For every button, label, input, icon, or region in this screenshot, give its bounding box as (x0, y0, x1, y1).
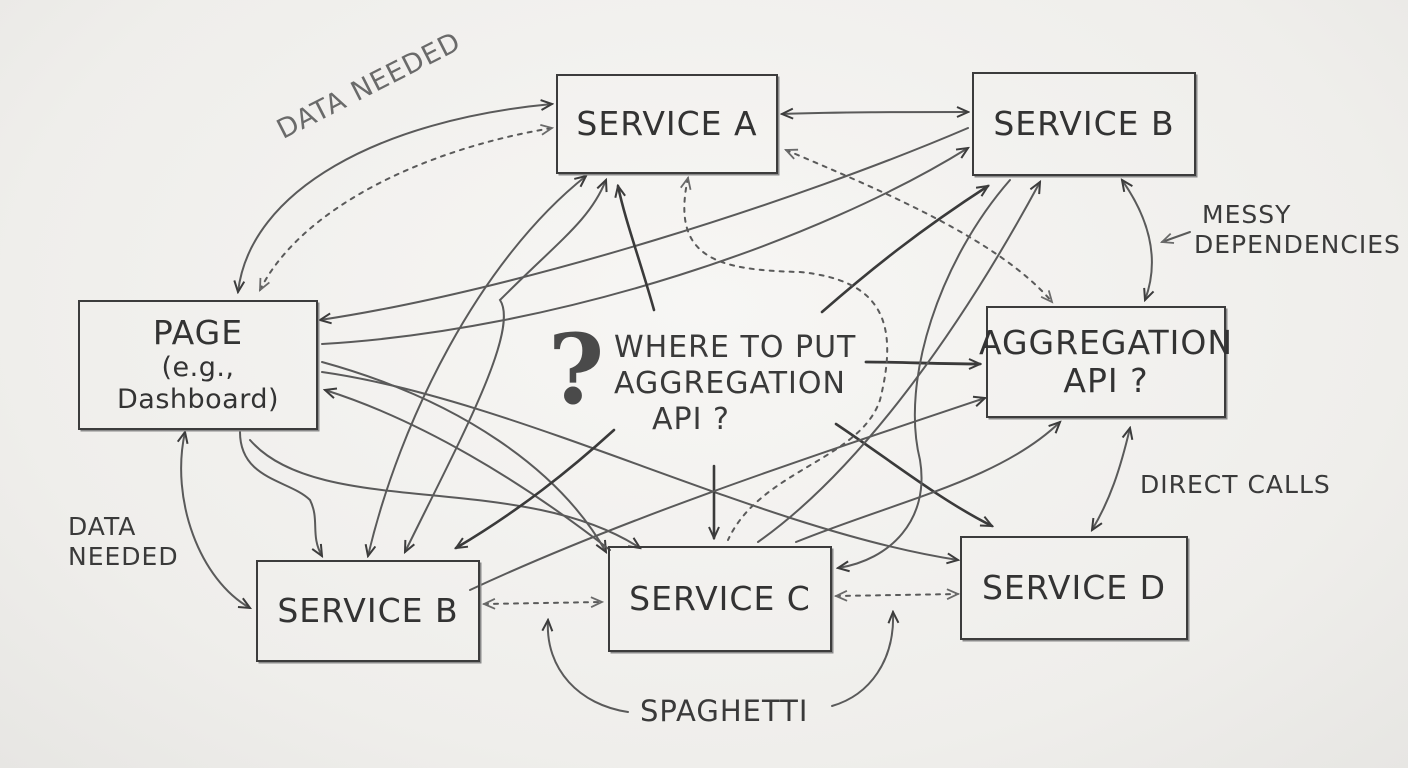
aggregation-api-box[interactable]: AGGREGATION API ? (979, 306, 1232, 418)
service-b-to-service-c-dotted (484, 602, 602, 604)
data-needed-left-line2: NEEDED (68, 542, 179, 571)
spaghetti-right-arc (831, 612, 893, 707)
service-a-to-aggregation-dotted (786, 150, 1052, 302)
service-b-top-box[interactable]: SERVICE B (972, 72, 1196, 176)
spaghetti-left-arc (548, 620, 629, 713)
page-to-service-c-arrow (249, 439, 640, 548)
question-to-service-b-bottom-arrow (456, 428, 616, 550)
page-to-service-b-arrow (321, 148, 968, 345)
page-to-service-b-bottom-arrow (181, 432, 250, 608)
service-b-bottom-to-service-a-strand-2 (405, 180, 606, 552)
service-c-box[interactable]: SERVICE C (608, 546, 832, 652)
messy-pointer-arrow (1162, 231, 1191, 242)
data-needed-left-line1: DATA (68, 512, 137, 541)
question-to-service-a-arrow (618, 186, 656, 312)
service-c-label: SERVICE C (629, 579, 811, 619)
center-question-line2: AGGREGATION (614, 366, 846, 401)
direct-calls-label: DIRECT CALLS (1140, 470, 1331, 499)
service-b-top-label: SERVICE B (993, 104, 1175, 144)
question-mark-icon: ? (548, 313, 605, 426)
page-to-service-b-bottom-wiggle (239, 431, 322, 556)
service-b-bottom-box[interactable]: SERVICE B (256, 560, 480, 662)
data-needed-left-label: DATA NEEDED (68, 512, 179, 572)
aggregation-to-service-d-arrow (1092, 428, 1130, 530)
aggregation-label-line1: AGGREGATION (978, 323, 1234, 363)
service-a-to-service-b-arrow (782, 112, 968, 114)
center-question-line3: API ? (652, 402, 730, 437)
messy-line1: MESSY (1202, 200, 1292, 229)
page-to-service-a-dotted (259, 128, 552, 290)
service-c-to-service-d-dotted (836, 594, 958, 596)
center-question: WHERE TO PUT AGGREGATION API ? (614, 330, 856, 438)
page-box[interactable]: PAGE (e.g., Dashboard) (78, 300, 318, 430)
service-d-label: SERVICE D (981, 568, 1167, 608)
service-a-label: SERVICE A (576, 104, 758, 144)
service-d-box[interactable]: SERVICE D (960, 536, 1188, 640)
messy-dependencies-label: MESSY DEPENDENCIES (1194, 200, 1401, 260)
service-c-to-aggregation-arrow (469, 398, 985, 591)
question-to-service-b-top-arrow (820, 186, 988, 314)
service-b-top-to-service-c-loop (838, 179, 1011, 568)
page-title: PAGE (152, 312, 244, 352)
service-b-bottom-label: SERVICE B (277, 591, 459, 631)
spaghetti-label: SPAGHETTI (640, 694, 809, 728)
center-question-line1: WHERE TO PUT (614, 330, 857, 365)
question-to-service-d-arrow (834, 422, 992, 528)
service-a-box[interactable]: SERVICE A (556, 74, 778, 174)
service-a-dotted-loop (684, 178, 889, 541)
service-b-to-aggregation-arrow (1122, 180, 1152, 300)
page-subtitle: (e.g., Dashboard) (116, 351, 280, 415)
service-c-to-aggregation-arrow-2 (795, 422, 1060, 543)
messy-line2: DEPENDENCIES (1194, 230, 1401, 259)
question-to-aggregation-arrow (864, 362, 980, 364)
service-c-to-service-b-top-arrow (757, 182, 1040, 543)
aggregation-label-line2: API ? (1063, 361, 1149, 400)
